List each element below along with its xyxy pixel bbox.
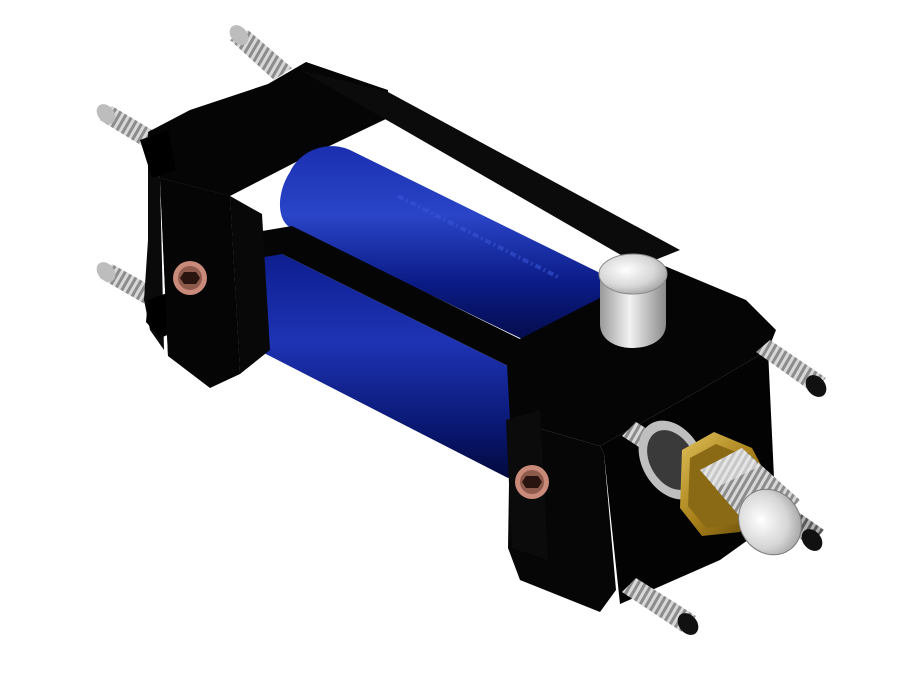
barrel-lower: [241, 250, 520, 478]
cylinder-barrel: [232, 146, 609, 478]
rod-gland: [638, 420, 802, 556]
tie-rod-top-rear: [229, 25, 292, 80]
piston-rod: [700, 448, 802, 556]
port-plug: [598, 253, 668, 348]
socket-bolt-front: [515, 465, 549, 499]
front-tie-rod: [232, 226, 530, 372]
barrel-upper: [279, 146, 609, 342]
socket-bolt-rear: [173, 261, 207, 295]
front-end-cap: [506, 264, 776, 612]
tie-rod-front-lower-left: [622, 578, 699, 635]
tie-rod-front-upper-right: [756, 340, 827, 397]
rear-cap-front-face: [160, 178, 270, 388]
